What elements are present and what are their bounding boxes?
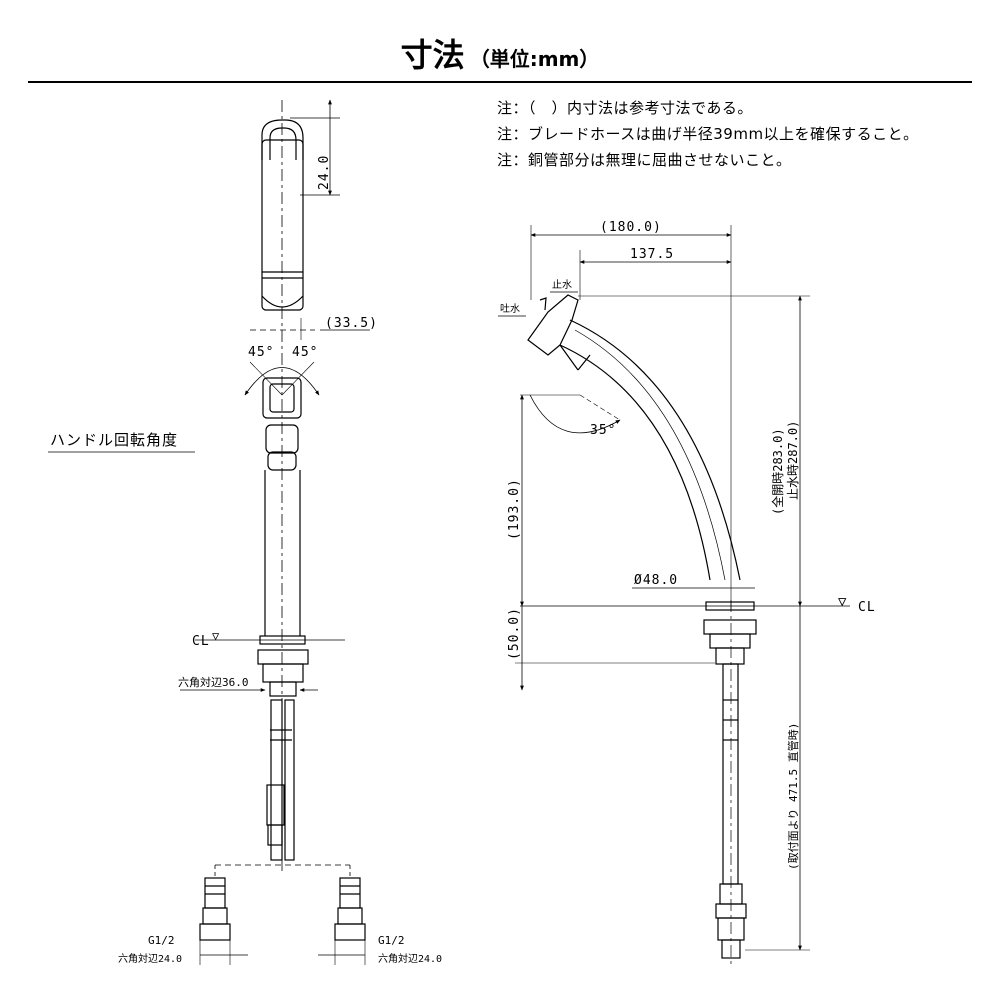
thread-right: G1/2 (378, 934, 405, 947)
height-stop: 止水時287.0) (786, 421, 800, 500)
note-1: 注：（ ）内寸法は参考寸法である。 (497, 99, 753, 117)
side-cl-marker: ▽ (838, 594, 847, 610)
front-cl-label: CL (192, 634, 210, 649)
dim-193: (193.0) (507, 478, 522, 540)
label-stop-water: 止水 (552, 279, 572, 291)
dia-48: Ø48.0 (634, 573, 678, 588)
hex-24-right: 六角対辺24.0 (378, 952, 442, 965)
title-main: 寸法 (400, 36, 465, 74)
hex-24-left: 六角対辺24.0 (118, 952, 182, 965)
hose-left (270, 699, 283, 861)
thread-left: G1/2 (148, 934, 175, 947)
label-spout-water: 吐水 (500, 303, 520, 315)
dim-50: (50.0) (507, 607, 522, 660)
fitting-left (199, 877, 248, 965)
title-unit: （単位:mm） (469, 47, 600, 71)
angle-35: 35° (590, 423, 616, 438)
handle (262, 377, 302, 419)
front-cl-marker: ▽ (212, 629, 220, 643)
dim-180: (180.0) (600, 220, 662, 235)
page-title: 寸法 （単位:mm） (0, 30, 1000, 76)
notes-block: 注：（ ）内寸法は参考寸法である。 注：ブレードホースは曲げ半径39mm以上を確… (497, 95, 919, 173)
angle-left-45: 45° (248, 345, 274, 360)
dim-137-5: 137.5 (630, 247, 674, 262)
spout-head (527, 294, 579, 356)
spout-tube (261, 139, 304, 311)
spout-arc-inner (559, 344, 711, 581)
hex-36: 六角対辺36.0 (178, 675, 249, 689)
side-view (498, 225, 850, 965)
side-cl-label: CL (858, 600, 876, 615)
height-open: (全開時283.0) (770, 428, 785, 515)
hose-length: (取付面より 471.5 直管時) (786, 723, 800, 870)
note-2: 注：ブレードホースは曲げ半径39mm以上を確保すること。 (497, 125, 919, 143)
spout-cap (261, 119, 304, 160)
body-upper (265, 424, 299, 454)
angle-right-45: 45° (292, 345, 318, 360)
hose-right (284, 699, 295, 861)
title-underline (28, 81, 972, 83)
dim-24: 24.0 (317, 155, 332, 190)
handle-rotation-label: ハンドル回転角度 (50, 431, 178, 449)
note-3: 注：銅管部分は無理に屈曲させないこと。 (497, 151, 792, 169)
spout-arc-outer (569, 319, 741, 581)
side-hose (722, 663, 739, 885)
dim-33-5: (33.5) (325, 316, 378, 331)
front-view (48, 99, 370, 965)
fitting-right (318, 877, 366, 965)
